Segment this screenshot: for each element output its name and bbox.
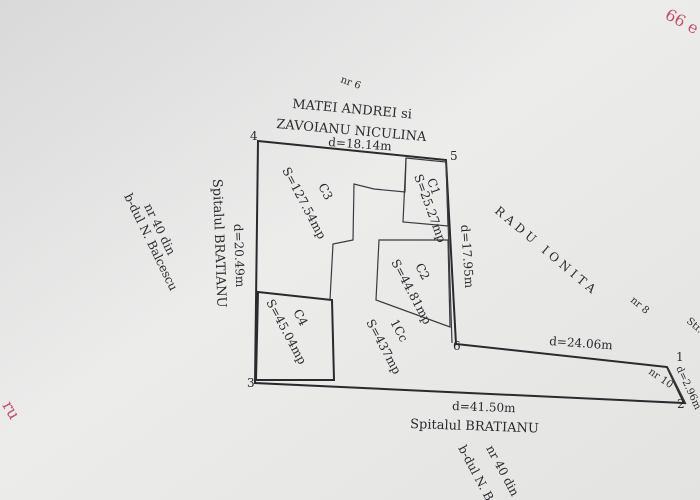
building-c1 <box>402 157 449 227</box>
vertex-5: 5 <box>450 149 458 163</box>
building-c4 <box>254 290 336 381</box>
east-distance: d=17.95m <box>458 224 476 289</box>
south-distance: d=41.50m <box>452 399 517 415</box>
vertex-2: 2 <box>677 397 685 411</box>
stamp-bottom-left: ru <box>0 398 24 423</box>
building-c3 <box>257 157 407 301</box>
parcel-c1-code: C1 <box>424 176 443 197</box>
west-distance: d=20.49m <box>231 224 247 289</box>
vertex-4: 4 <box>250 129 258 143</box>
vertex-6: 6 <box>453 339 461 353</box>
parcel-c3-code: C3 <box>315 181 335 202</box>
boundary-segment-1-2 <box>667 367 687 405</box>
west-hospital: Spitalul BRATIANU <box>209 179 228 308</box>
vertex-3: 3 <box>247 376 255 390</box>
parcel-c2-code: C2 <box>412 261 432 282</box>
building-c2 <box>375 239 451 328</box>
vertex-1: 1 <box>676 350 684 364</box>
east2-distance: d=24.06m <box>549 334 614 352</box>
south-hospital: Spitalul BRATIANU <box>410 417 539 436</box>
north-distance: d=18.14m <box>328 135 393 153</box>
